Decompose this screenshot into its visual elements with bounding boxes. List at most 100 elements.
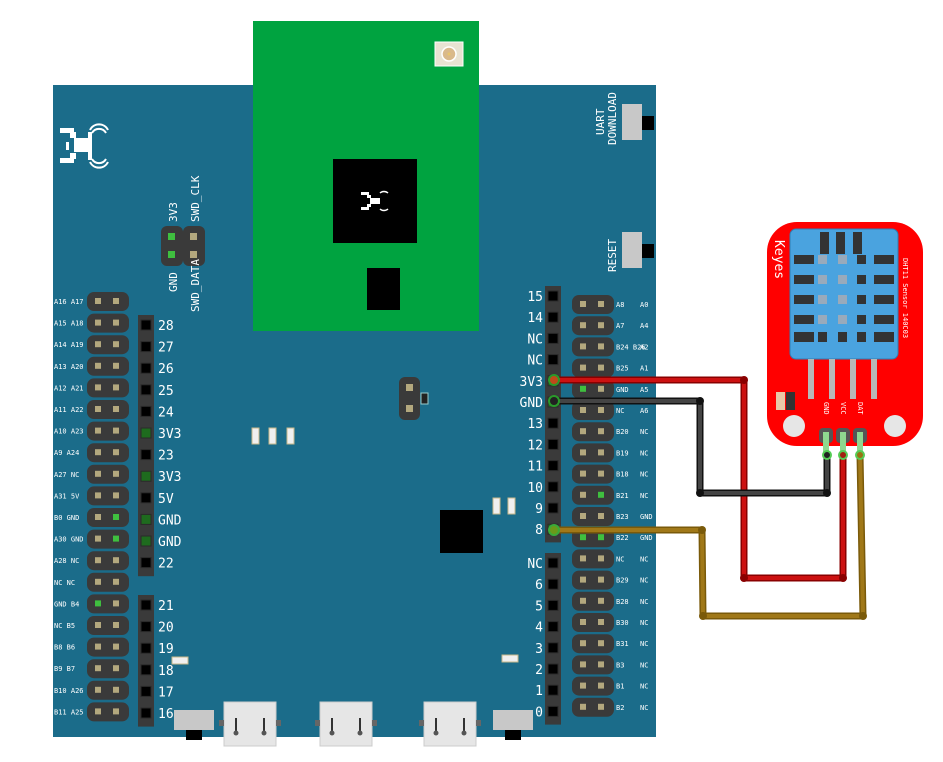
header-pin[interactable]: [140, 362, 152, 374]
header-pin[interactable]: [547, 417, 559, 429]
header-pin[interactable]: [140, 642, 152, 654]
micro-usb-port[interactable]: [419, 701, 481, 747]
header-pin[interactable]: [547, 663, 559, 675]
header-pin[interactable]: [95, 362, 101, 369]
header-pin[interactable]: [113, 665, 119, 672]
header-pin[interactable]: [547, 460, 559, 472]
header-pin[interactable]: [113, 686, 119, 693]
header-pin[interactable]: [580, 470, 586, 477]
header-pin[interactable]: [95, 686, 101, 693]
header-pin[interactable]: [580, 555, 586, 562]
header-pin[interactable]: [547, 332, 559, 344]
header-pin[interactable]: [113, 578, 119, 585]
header-pin[interactable]: [580, 661, 586, 668]
header-pin[interactable]: [95, 708, 101, 715]
header-pin[interactable]: [598, 555, 604, 562]
header-pin[interactable]: [113, 708, 119, 715]
header-pin[interactable]: [95, 600, 101, 607]
header-pin[interactable]: [95, 578, 101, 585]
header-pin[interactable]: [113, 622, 119, 628]
header-pin[interactable]: [95, 557, 101, 564]
header-pin[interactable]: [140, 535, 152, 547]
header-pin[interactable]: [598, 322, 604, 329]
header-pin[interactable]: [113, 492, 119, 499]
header-pin[interactable]: [140, 707, 152, 719]
header-pin[interactable]: [580, 597, 586, 604]
header-pin[interactable]: [113, 427, 119, 434]
micro-usb-port[interactable]: [219, 701, 281, 747]
header-pin[interactable]: [547, 481, 559, 493]
header-pin[interactable]: [95, 492, 101, 499]
header-pin[interactable]: [547, 705, 559, 717]
header-pin[interactable]: [140, 621, 152, 633]
header-pin[interactable]: [113, 470, 119, 477]
header-pin[interactable]: [140, 470, 152, 482]
header-pin[interactable]: [547, 502, 559, 514]
header-pin[interactable]: [140, 664, 152, 676]
header-pin[interactable]: [95, 298, 101, 304]
header-pin[interactable]: [140, 599, 152, 611]
header-pin[interactable]: [598, 491, 604, 498]
header-pin[interactable]: [95, 535, 101, 542]
header-pin[interactable]: [580, 491, 586, 498]
swd-pin[interactable]: [168, 233, 175, 240]
header-pin[interactable]: [140, 319, 152, 331]
header-pin[interactable]: [580, 407, 586, 413]
header-pin[interactable]: [580, 428, 586, 435]
header-pin[interactable]: [547, 578, 559, 590]
header-pin[interactable]: [113, 341, 119, 348]
header-pin[interactable]: [95, 665, 101, 672]
header-pin[interactable]: [598, 449, 604, 456]
header-pin[interactable]: [580, 640, 586, 647]
header-pin[interactable]: [113, 643, 119, 650]
header-pin[interactable]: [113, 406, 119, 412]
header-pin[interactable]: [547, 290, 559, 302]
header-pin[interactable]: [547, 438, 559, 450]
uart-download-switch[interactable]: [622, 104, 654, 140]
header-pin[interactable]: [140, 449, 152, 461]
header-pin[interactable]: [113, 298, 119, 304]
header-pin[interactable]: [95, 341, 101, 348]
header-pin[interactable]: [95, 319, 101, 326]
header-pin[interactable]: [598, 407, 604, 413]
reset-switch[interactable]: [622, 232, 654, 268]
dht11-sensor-module[interactable]: [767, 222, 923, 454]
header-pin[interactable]: [580, 534, 586, 541]
header-pin[interactable]: [598, 682, 604, 689]
header-pin[interactable]: [547, 557, 559, 569]
header-pin[interactable]: [580, 322, 586, 329]
header-pin[interactable]: [95, 470, 101, 477]
header-pin[interactable]: [140, 384, 152, 396]
header-pin[interactable]: [580, 449, 586, 456]
header-pin[interactable]: [580, 682, 586, 689]
header-pin[interactable]: [95, 643, 101, 650]
header-pin[interactable]: [547, 354, 559, 366]
header-pin[interactable]: [598, 619, 604, 625]
header-pin[interactable]: [140, 405, 152, 417]
header-pin[interactable]: [95, 449, 101, 456]
header-pin[interactable]: [598, 661, 604, 668]
header-pin[interactable]: [598, 301, 604, 307]
header-pin[interactable]: [113, 384, 119, 391]
header-pin[interactable]: [580, 513, 586, 519]
header-pin[interactable]: [598, 364, 604, 371]
header-pin[interactable]: [580, 385, 586, 392]
header-pin[interactable]: [580, 619, 586, 625]
header-pin[interactable]: [580, 343, 586, 350]
header-pin[interactable]: [95, 514, 101, 520]
header-pin[interactable]: [598, 428, 604, 435]
swd-pin[interactable]: [190, 233, 197, 240]
header-pin[interactable]: [598, 534, 604, 541]
header-pin[interactable]: [598, 576, 604, 583]
header-pin[interactable]: [113, 557, 119, 564]
header-pin[interactable]: [113, 600, 119, 607]
header-pin[interactable]: [140, 685, 152, 697]
header-pin[interactable]: [598, 703, 604, 710]
header-pin[interactable]: [598, 343, 604, 350]
header-pin[interactable]: [95, 406, 101, 412]
header-pin[interactable]: [113, 319, 119, 326]
micro-usb-port[interactable]: [315, 701, 377, 747]
bottom-switch-left[interactable]: [174, 710, 214, 740]
header-pin[interactable]: [113, 535, 119, 542]
header-pin[interactable]: [140, 427, 152, 439]
